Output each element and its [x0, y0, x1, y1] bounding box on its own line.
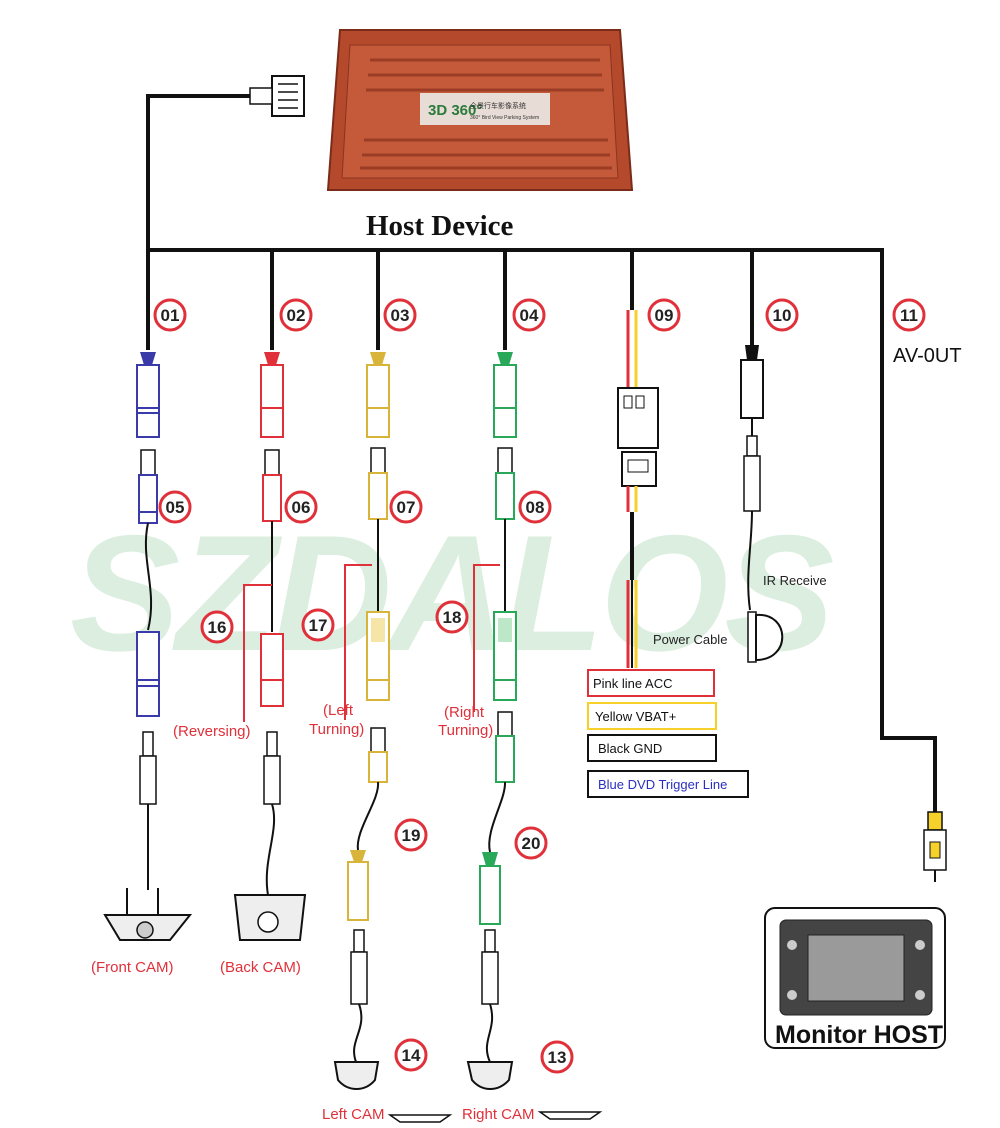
legend-acc: Pink line ACC	[593, 676, 672, 691]
svg-text:01: 01	[161, 306, 180, 325]
left-turning-label-2: Turning)	[309, 721, 364, 738]
cable-right-cam	[466, 352, 603, 1120]
device-logo-plate	[420, 93, 550, 125]
svg-text:17: 17	[309, 616, 328, 635]
ir-receiver-icon	[755, 613, 784, 662]
watermark-text: SZDALOS	[70, 501, 833, 685]
svg-text:06: 06	[292, 498, 311, 517]
badge-04: 04	[512, 298, 546, 332]
svg-text:09: 09	[655, 306, 674, 325]
svg-text:04: 04	[520, 306, 539, 325]
svg-text:19: 19	[402, 826, 421, 845]
right-turning-label-1: (Right	[444, 704, 485, 721]
device-caption-en: 360° Bird View Parking System	[470, 115, 539, 121]
svg-text:16: 16	[208, 618, 227, 637]
svg-text:05: 05	[166, 498, 185, 517]
badge-17: 17	[301, 608, 335, 642]
badge-03: 03	[383, 298, 417, 332]
legend-box-acc	[587, 669, 715, 697]
badge-09: 09	[647, 298, 681, 332]
badge-07: 07	[389, 490, 423, 524]
power-cable	[617, 310, 659, 668]
svg-text:14: 14	[402, 1046, 421, 1065]
legend-box-vbat	[587, 702, 717, 730]
svg-text:20: 20	[522, 834, 541, 853]
device-brand: 3D 360°	[428, 102, 482, 119]
ir-cable	[740, 345, 784, 663]
av-out-label: AV-0UT	[893, 345, 962, 367]
legend-box-gnd	[587, 734, 717, 762]
svg-text:02: 02	[287, 306, 306, 325]
badge-05: 05	[158, 490, 192, 524]
legend-gnd: Black GND	[598, 741, 662, 756]
svg-text:10: 10	[773, 306, 792, 325]
badge-19: 19	[394, 818, 428, 852]
reversing-label: (Reversing)	[173, 723, 251, 740]
monitor-host	[764, 907, 946, 1049]
av-out-connector	[923, 811, 947, 882]
badge-16: 16	[200, 610, 234, 644]
badge-02: 02	[279, 298, 313, 332]
page-title: Host Device	[366, 210, 513, 242]
svg-text:08: 08	[526, 498, 545, 517]
ir-receive-label: IR Receive	[763, 573, 827, 588]
back-cam-label: (Back CAM)	[220, 959, 301, 976]
left-cam-label: Left CAM	[322, 1106, 385, 1123]
host-device: 3D 360° 全景行车影像系统 360° Bird View Parking …	[249, 29, 634, 191]
badge-14: 14	[394, 1038, 428, 1072]
legend-box-dvd	[587, 770, 749, 798]
badge-08: 08	[518, 490, 552, 524]
host-connector	[271, 75, 305, 117]
svg-text:13: 13	[548, 1048, 567, 1067]
badge-13: 13	[540, 1040, 574, 1074]
svg-text:07: 07	[397, 498, 416, 517]
cable-front-cam	[103, 352, 193, 941]
cable-back-cam	[233, 352, 307, 941]
badge-18: 18	[435, 600, 469, 634]
legend-dvd: Blue DVD Trigger Line	[598, 777, 727, 792]
front-cam-label: (Front CAM)	[91, 959, 174, 976]
svg-text:03: 03	[391, 306, 410, 325]
left-cam-icon	[333, 1061, 380, 1090]
badge-01: 01	[153, 298, 187, 332]
svg-text:11: 11	[900, 306, 918, 325]
monitor-host-label: Monitor HOST	[775, 1021, 943, 1049]
right-cam-icon	[466, 1061, 514, 1090]
right-cam-label: Right CAM	[462, 1106, 535, 1123]
legend: Pink line ACC Yellow VBAT+ Black GND Blu…	[587, 669, 749, 798]
legend-vbat: Yellow VBAT+	[595, 709, 676, 724]
device-caption: 全景行车影像系统	[470, 101, 526, 110]
badge-10: 10	[765, 298, 799, 332]
left-turning-label-1: (Left	[323, 702, 354, 719]
badge-06: 06	[284, 490, 318, 524]
cable-left-cam	[333, 352, 453, 1123]
right-turning-label-2: Turning)	[438, 722, 493, 739]
svg-text:18: 18	[443, 608, 462, 627]
badge-20: 20	[514, 826, 548, 860]
badge-11: 11	[892, 298, 926, 332]
main-harness	[146, 94, 937, 815]
power-cable-label: Power Cable	[653, 632, 727, 647]
